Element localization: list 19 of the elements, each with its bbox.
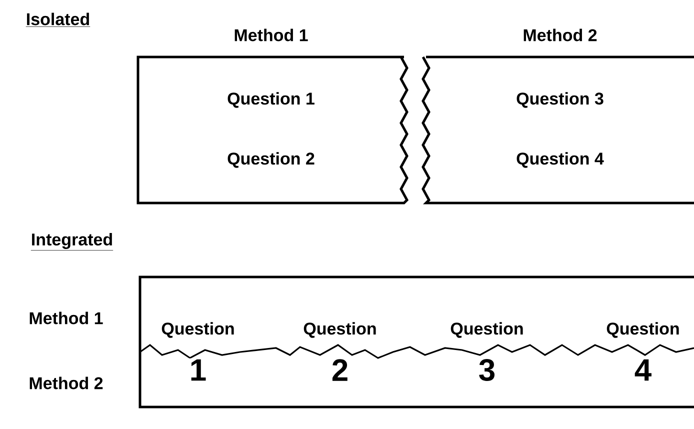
question-text: Question 3 (516, 92, 604, 108)
question-number: 2 (330, 358, 350, 382)
question-number: 3 (477, 358, 497, 382)
question-text: Question (162, 322, 234, 338)
frame-box (138, 276, 694, 408)
question-number: 1 (188, 358, 208, 382)
column-heading: Method 2 (524, 28, 597, 42)
column-heading: Method 1 (234, 28, 308, 42)
question-text: Question 1 (228, 92, 314, 108)
section-heading: Isolated (26, 12, 90, 27)
question-text: Question (304, 322, 376, 338)
question-text: Question (450, 322, 523, 338)
question-text: Question 2 (228, 152, 314, 168)
row-label: Method 2 (30, 376, 103, 390)
question-number: 4 (633, 358, 653, 382)
row-label: Method 1 (30, 312, 103, 324)
section-heading: Integrated (30, 233, 114, 251)
question-text: Question 4 (516, 152, 604, 168)
question-text: Question (606, 322, 679, 338)
